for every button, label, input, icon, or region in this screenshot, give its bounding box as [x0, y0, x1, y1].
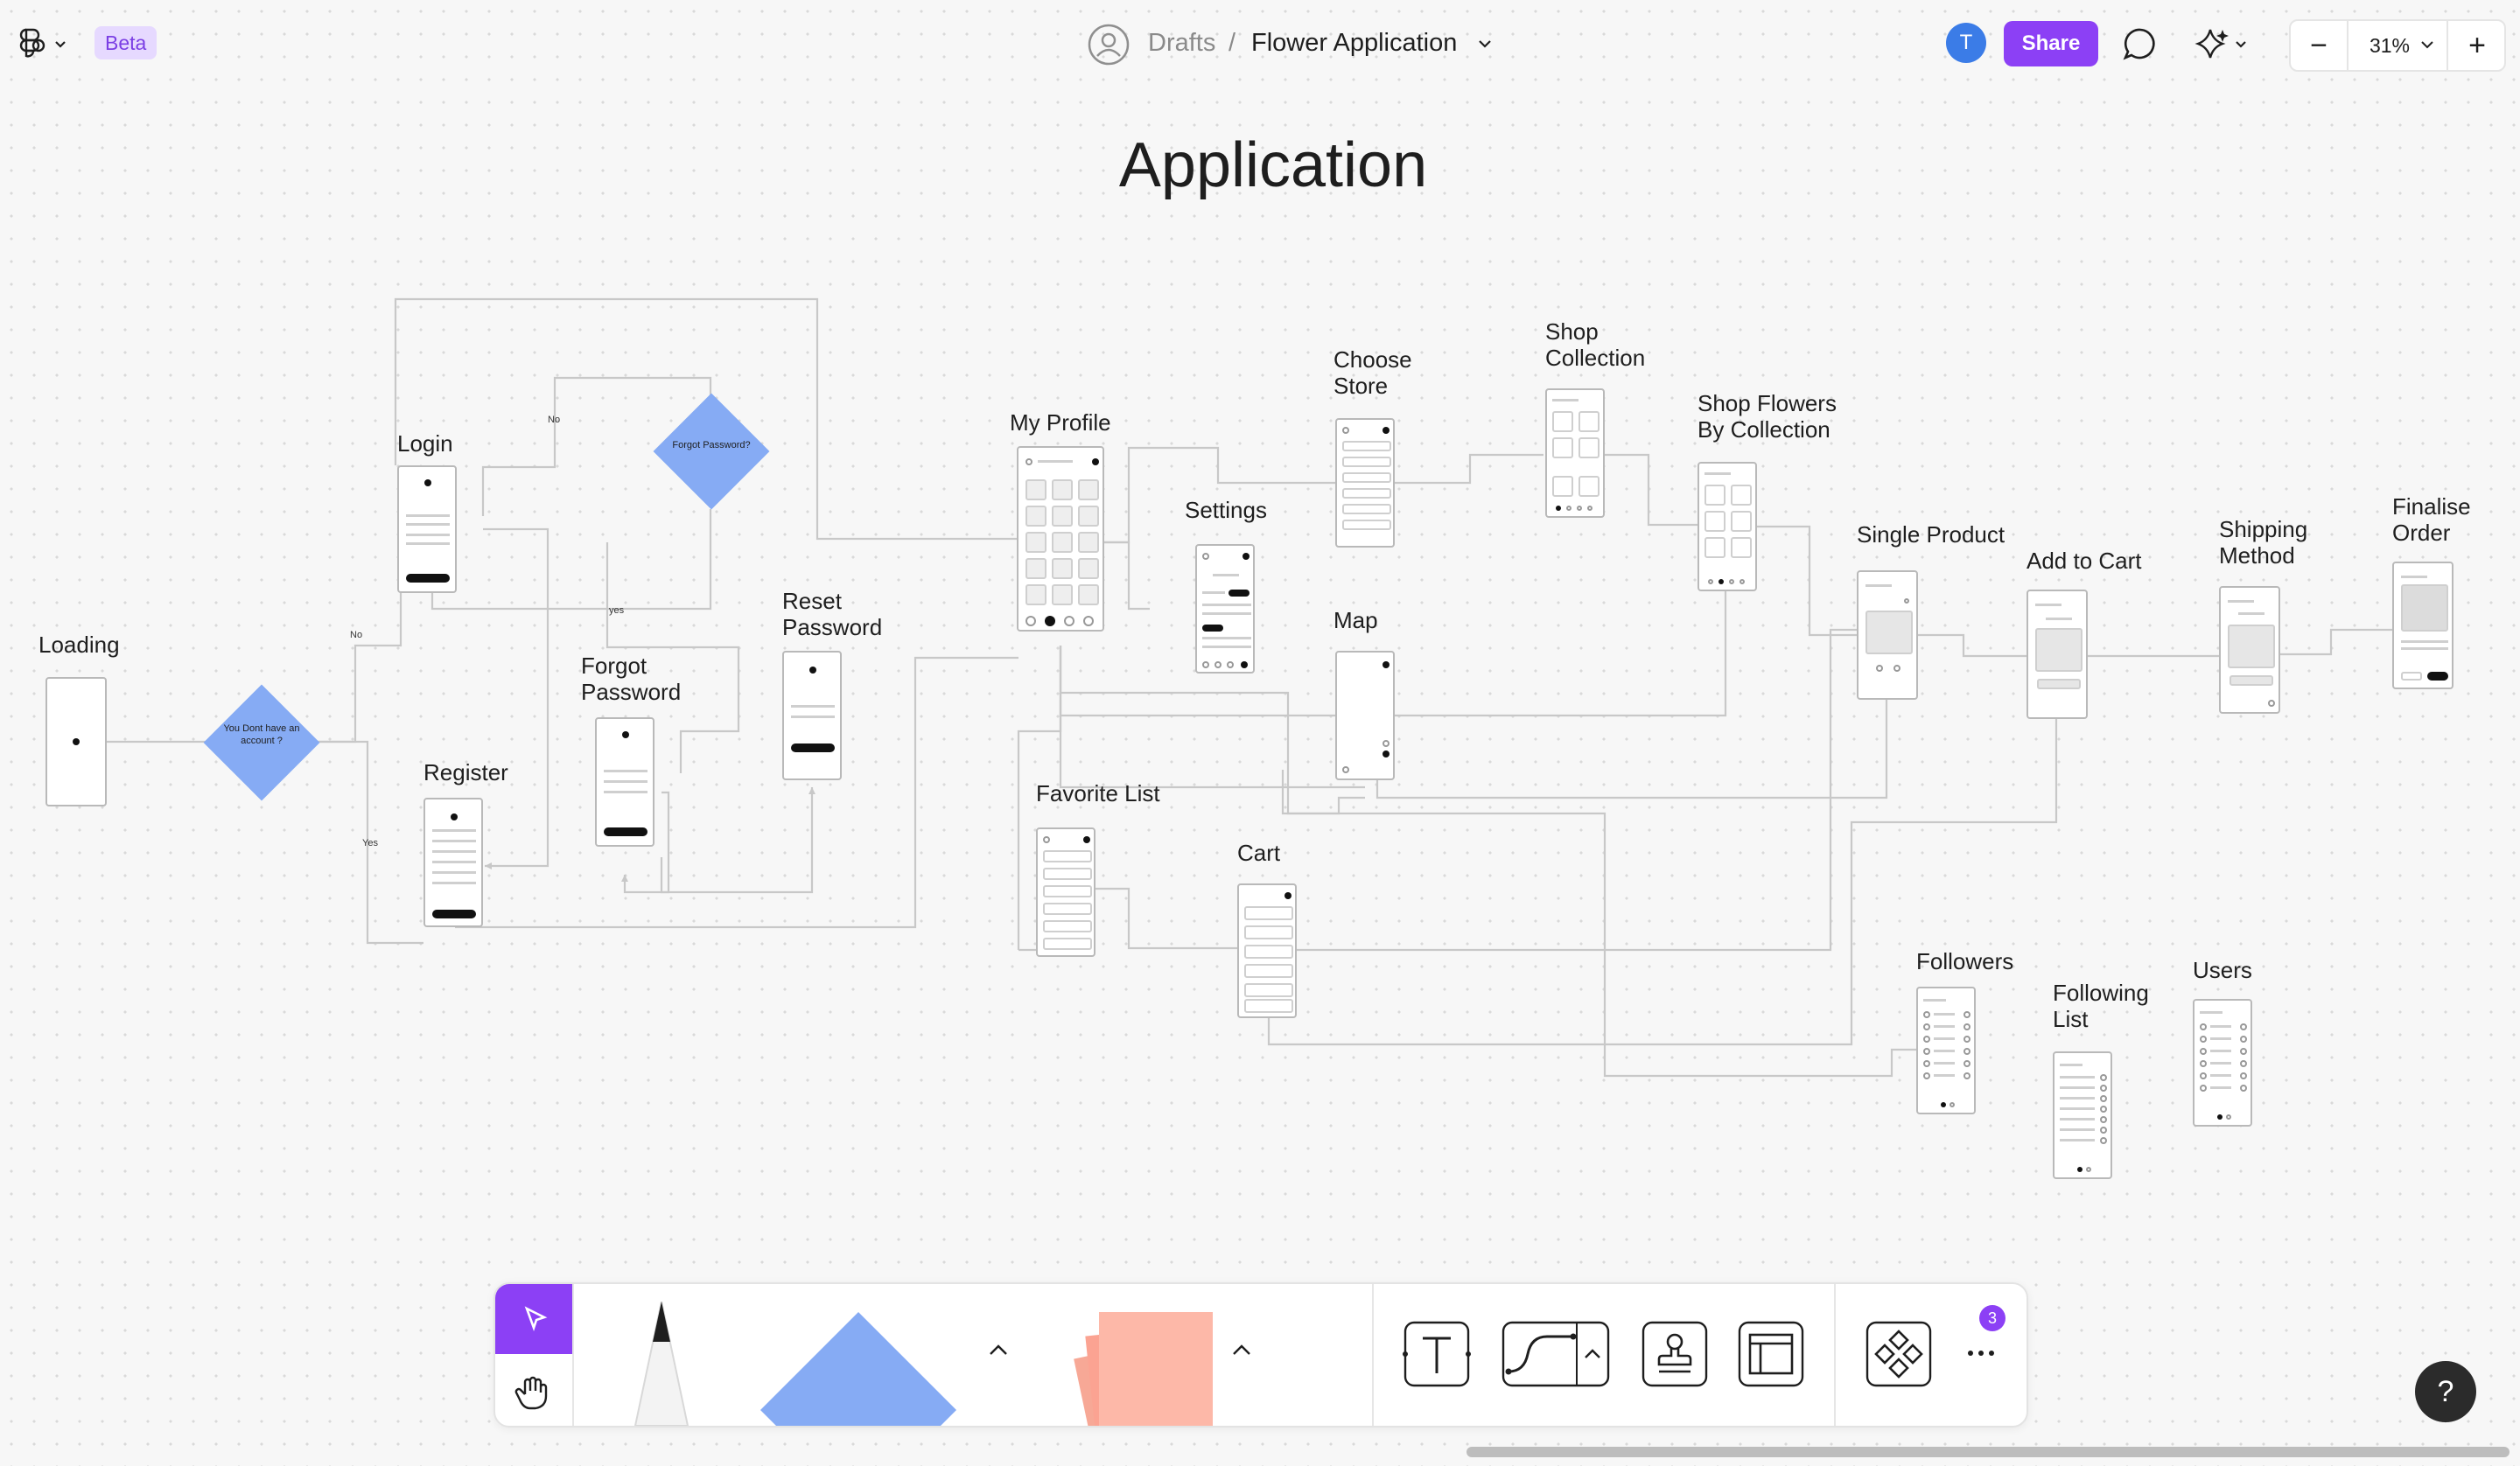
frame-label-choose-store: Choose Store: [1334, 346, 1412, 399]
decision-text: Forgot Password?: [672, 440, 751, 450]
shape-tool[interactable]: [758, 1310, 959, 1426]
frame-label-shipping-method: Shipping Method: [2219, 516, 2308, 569]
frame-label-followers: Followers: [1916, 948, 2014, 974]
frame-forgot-password[interactable]: [595, 717, 654, 847]
sticky-note-icon: [1074, 1312, 1213, 1426]
frame-label-settings: Settings: [1185, 497, 1267, 523]
components-icon: [1866, 1321, 1932, 1387]
chevron-up-icon[interactable]: [1228, 1337, 1255, 1363]
connector-label-no: No: [350, 630, 363, 640]
diamond-shape-icon: [760, 1312, 956, 1426]
frame-cart[interactable]: [1237, 883, 1297, 1018]
chevron-up-icon[interactable]: [985, 1337, 1012, 1363]
sparkle-icon: [2194, 29, 2246, 59]
help-button[interactable]: ?: [2415, 1361, 2476, 1422]
frame-reset-password[interactable]: [782, 651, 842, 780]
connector-icon: [1502, 1321, 1610, 1387]
frame-label-add-to-cart: Add to Cart: [2026, 548, 2142, 574]
frame-label-finalise-order: Finalise Order: [2392, 493, 2471, 546]
frame-register[interactable]: [424, 798, 483, 927]
board-title: Application: [1118, 130, 1428, 200]
team-avatar-icon[interactable]: [1087, 23, 1130, 66]
frame-single-product[interactable]: [1857, 570, 1918, 700]
ai-sparkle-button[interactable]: [2193, 24, 2254, 63]
frame-users[interactable]: [2193, 999, 2252, 1127]
zoom-level[interactable]: 31%: [2369, 34, 2410, 57]
frame-label-cart: Cart: [1237, 840, 1281, 866]
section-tool[interactable]: [1736, 1319, 1806, 1389]
comment-icon[interactable]: [2121, 24, 2160, 63]
frame-label-reset-password: Reset Password: [782, 588, 883, 640]
frame-label-favorite-list: Favorite List: [1036, 780, 1160, 806]
breadcrumb-drafts[interactable]: Drafts: [1148, 29, 1216, 57]
frame-label-login: Login: [397, 430, 453, 457]
components-tool[interactable]: [1864, 1319, 1934, 1389]
frame-shop-collection[interactable]: [1545, 388, 1605, 518]
frame-finalise-order[interactable]: [2392, 562, 2454, 689]
frame-map[interactable]: [1335, 651, 1395, 780]
frame-label-following-list: Following List: [2053, 980, 2149, 1032]
chevron-down-icon: [55, 41, 66, 48]
connector-tool[interactable]: [1500, 1319, 1612, 1389]
pencil-tool[interactable]: [618, 1301, 705, 1427]
frame-favorite-list[interactable]: [1036, 827, 1096, 957]
hand-tool[interactable]: [495, 1356, 572, 1426]
zoom-control: − 31% +: [2289, 19, 2506, 72]
frame-label-forgot-password: Forgot Password: [581, 653, 682, 705]
stamp-tool[interactable]: [1640, 1319, 1710, 1389]
chevron-down-icon[interactable]: [1475, 35, 1494, 52]
frame-label-register: Register: [424, 759, 508, 785]
zoom-out-button[interactable]: −: [2291, 21, 2348, 70]
frame-label-loading: Loading: [38, 632, 120, 658]
cursor-arrow-icon: [524, 1306, 548, 1331]
chevron-down-icon[interactable]: [2413, 21, 2441, 70]
file-name[interactable]: Flower Application: [1251, 29, 1458, 57]
more-icon[interactable]: [1964, 1340, 1998, 1366]
user-avatar[interactable]: T: [1946, 23, 1986, 63]
zoom-in-button[interactable]: +: [2446, 21, 2506, 70]
frame-label-shop-flowers: Shop Flowers By Collection: [1698, 390, 1837, 443]
text-icon: [1403, 1321, 1471, 1387]
breadcrumb-separator: /: [1228, 29, 1236, 57]
frame-label-shop-collection: Shop Collection: [1545, 318, 1646, 371]
frame-following-list[interactable]: [2053, 1051, 2112, 1179]
sticky-note-tool[interactable]: [1064, 1310, 1213, 1426]
frame-loading[interactable]: [46, 677, 107, 806]
frame-choose-store[interactable]: [1335, 418, 1395, 548]
beta-badge: Beta: [94, 26, 158, 59]
stamp-icon: [1642, 1321, 1708, 1387]
frame-label-single-product: Single Product: [1857, 521, 2006, 548]
frame-label-users: Users: [2193, 957, 2252, 983]
frame-my-profile[interactable]: [1017, 446, 1104, 632]
bottom-toolbar: 3: [494, 1282, 2028, 1428]
text-tool[interactable]: [1402, 1319, 1472, 1389]
frame-label-my-profile: My Profile: [1010, 409, 1111, 436]
connector-label-no: No: [548, 415, 561, 425]
connector-label-yes: Yes: [362, 838, 378, 848]
frame-login[interactable]: [397, 465, 457, 593]
frame-shop-flowers[interactable]: [1698, 462, 1757, 591]
section-frame-icon: [1738, 1321, 1804, 1387]
move-tool[interactable]: [495, 1284, 572, 1354]
frame-settings[interactable]: [1195, 544, 1255, 674]
connector-label-yes: yes: [609, 605, 625, 616]
hand-icon: [514, 1376, 548, 1410]
main-menu-button[interactable]: [19, 24, 72, 63]
share-button[interactable]: Share: [2004, 21, 2098, 66]
figma-logo-icon: [19, 28, 66, 58]
frame-label-map: Map: [1334, 607, 1378, 633]
frame-followers[interactable]: [1916, 987, 1976, 1114]
notification-badge: 3: [1979, 1305, 2006, 1331]
frame-shipping-method[interactable]: [2219, 586, 2280, 714]
pencil-icon: [634, 1301, 690, 1427]
top-bar: Beta Drafts / Flower Application T Share…: [0, 0, 2520, 87]
decision-text: You Dont have an account ?: [223, 723, 300, 746]
frame-add-to-cart[interactable]: [2026, 590, 2088, 719]
horizontal-scrollbar[interactable]: [1466, 1447, 2510, 1457]
